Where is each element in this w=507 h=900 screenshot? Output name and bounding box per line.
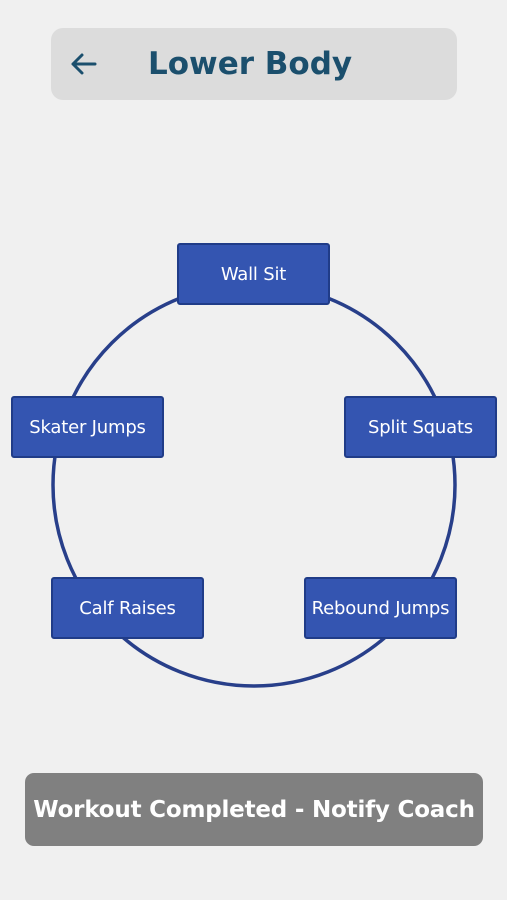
header-bar: Lower Body — [51, 28, 457, 100]
exercise-split-squats[interactable]: Split Squats — [344, 396, 497, 458]
page-title: Lower Body — [148, 46, 353, 82]
arrow-left-icon — [71, 53, 97, 75]
exercise-skater-jumps[interactable]: Skater Jumps — [11, 396, 164, 458]
exercise-calf-raises[interactable]: Calf Raises — [51, 577, 204, 639]
notify-coach-button[interactable]: Workout Completed - Notify Coach — [25, 773, 483, 846]
exercise-rebound-jumps[interactable]: Rebound Jumps — [304, 577, 457, 639]
exercise-wall-sit[interactable]: Wall Sit — [177, 243, 330, 305]
back-button[interactable] — [63, 44, 103, 84]
